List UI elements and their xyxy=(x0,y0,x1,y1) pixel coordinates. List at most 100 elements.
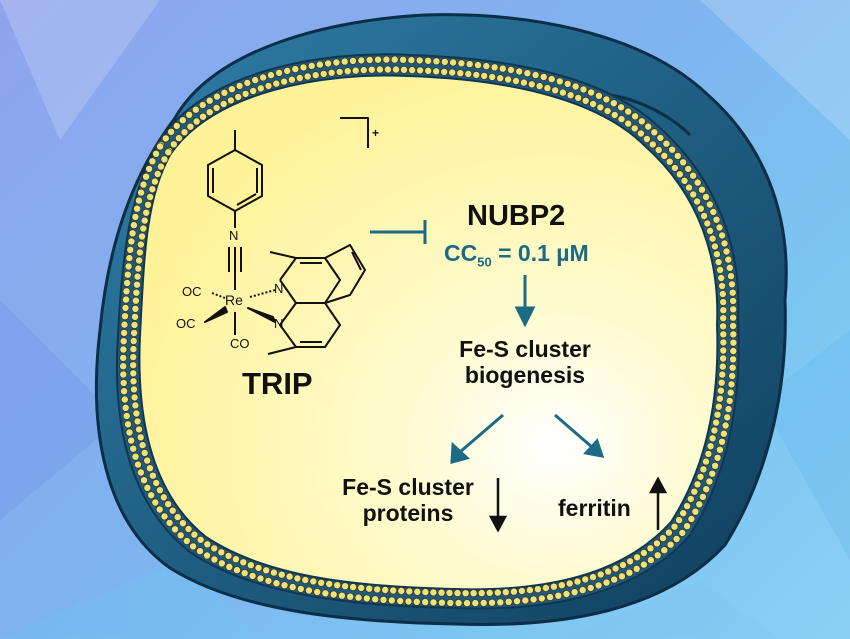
membrane-bead xyxy=(637,117,646,126)
membrane-bead xyxy=(129,385,138,394)
membrane-bead xyxy=(566,91,575,100)
membrane-bead xyxy=(182,537,191,546)
membrane-bead xyxy=(603,107,612,116)
membrane-bead xyxy=(130,328,139,337)
membrane-bead xyxy=(145,164,154,173)
membrane-bead xyxy=(399,65,408,74)
membrane-bead xyxy=(632,564,641,573)
biogenesis-to-ferritin-arrow xyxy=(554,413,594,450)
membrane-bead xyxy=(390,55,399,64)
membrane-bead xyxy=(335,67,344,76)
membrane-bead xyxy=(210,544,219,553)
isocyanide-n-label: N xyxy=(229,228,239,243)
membrane-bead xyxy=(549,582,558,591)
membrane-bead xyxy=(698,185,707,194)
membrane-bead xyxy=(626,557,635,566)
membrane-bead xyxy=(198,101,207,110)
phen-n-top-label: N xyxy=(274,281,284,296)
membrane-bead xyxy=(546,593,555,602)
membrane-bead xyxy=(714,402,723,411)
membrane-bead xyxy=(128,229,137,238)
process-line-2: biogenesis xyxy=(464,362,586,389)
membrane-bead xyxy=(719,322,728,331)
ferritin-arrowhead xyxy=(583,438,605,458)
membrane-bead xyxy=(351,66,360,75)
membrane-bead xyxy=(554,591,563,600)
membrane-bead xyxy=(165,518,174,527)
membrane-bead xyxy=(521,596,530,605)
membrane-bead xyxy=(362,594,371,603)
membrane-bead xyxy=(367,65,376,74)
membrane-bead xyxy=(715,445,724,454)
membrane-bead xyxy=(131,296,140,305)
membrane-bead xyxy=(379,595,388,604)
membrane-bead xyxy=(424,66,433,75)
membrane-bead xyxy=(668,145,677,154)
membrane-bead xyxy=(723,413,732,422)
membrane-bead xyxy=(307,61,316,70)
membrane-bead xyxy=(415,56,424,65)
membrane-bead xyxy=(610,575,619,584)
membrane-bead xyxy=(589,573,598,582)
membrane-bead xyxy=(662,139,671,148)
membrane-bead xyxy=(304,586,313,595)
membrane-bead xyxy=(581,575,590,584)
membrane-bead xyxy=(718,289,727,298)
membrane-bead xyxy=(719,314,728,323)
membrane-bead xyxy=(710,242,719,251)
membrane-bead xyxy=(167,127,176,136)
membrane-bead xyxy=(337,591,346,600)
membrane-bead xyxy=(660,151,669,160)
membrane-bead xyxy=(496,598,505,607)
membrane-bead xyxy=(280,77,289,86)
membrane-bead xyxy=(718,437,727,446)
membrane-bead xyxy=(416,66,425,75)
membrane-bead xyxy=(399,55,408,64)
membrane-bead xyxy=(537,594,546,603)
membrane-bead xyxy=(373,585,382,594)
membrane-bead xyxy=(387,596,396,605)
membrane-bead xyxy=(602,95,611,104)
membrane-bead xyxy=(143,456,152,465)
membrane-bead xyxy=(712,250,721,259)
membrane-bead xyxy=(224,551,233,560)
membrane-bead xyxy=(646,544,655,553)
membrane-bead xyxy=(719,346,728,355)
membrane-bead xyxy=(679,509,688,518)
membrane-bead xyxy=(120,320,129,329)
membrane-bead xyxy=(192,117,201,126)
membrane-bead xyxy=(266,71,275,80)
membrane-bead xyxy=(719,354,728,363)
membrane-bead xyxy=(155,486,164,495)
membrane-bead xyxy=(680,176,689,185)
membrane-bead xyxy=(594,581,603,590)
membrane-bead xyxy=(654,145,663,154)
membrane-bead xyxy=(341,582,350,591)
membrane-bead xyxy=(132,280,141,289)
cc50-prefix: CC xyxy=(444,240,478,266)
membrane-bead xyxy=(673,151,682,160)
membrane-bead xyxy=(178,519,187,528)
membrane-bead xyxy=(121,303,130,312)
membrane-bead xyxy=(708,234,717,243)
nubp2-arrowhead xyxy=(514,306,536,328)
co-label-top: OC xyxy=(182,284,202,299)
co-wedge-left xyxy=(204,306,228,323)
membrane-bead xyxy=(382,55,391,64)
membrane-bead xyxy=(231,555,240,564)
membrane-bead xyxy=(137,232,146,241)
membrane-bead xyxy=(299,63,308,72)
membrane-bead xyxy=(359,66,368,75)
membrane-bead xyxy=(122,287,131,296)
membrane-bead xyxy=(205,108,214,117)
membrane-bead xyxy=(672,535,681,544)
membrane-bead xyxy=(135,256,144,265)
rhenium-label: Re xyxy=(225,292,243,308)
membrane-bead xyxy=(563,79,572,88)
membrane-bead xyxy=(123,278,132,287)
membrane-bead xyxy=(713,453,722,462)
membrane-bead xyxy=(357,583,366,592)
membrane-bead xyxy=(720,239,729,248)
membrane-bead xyxy=(196,535,205,544)
membrane-bead xyxy=(639,549,648,558)
